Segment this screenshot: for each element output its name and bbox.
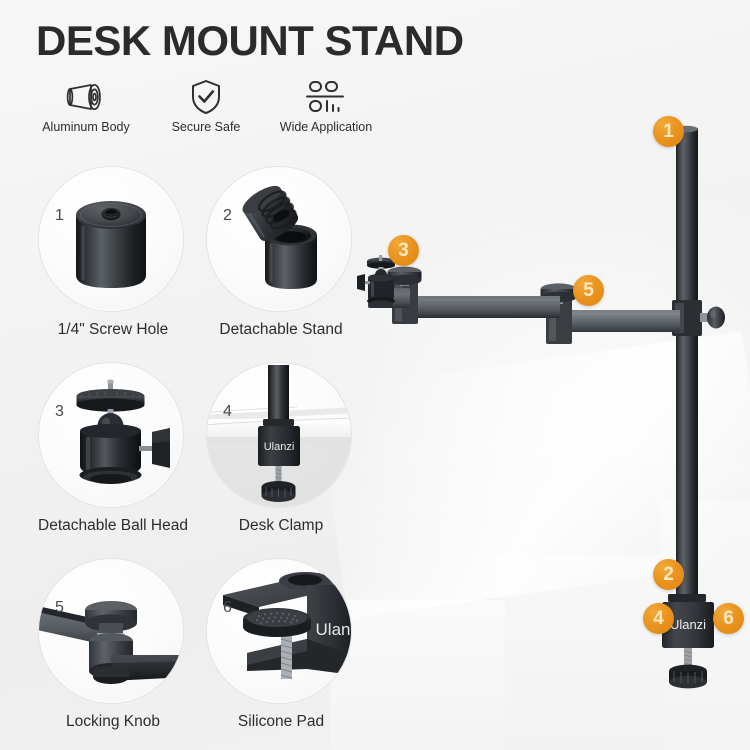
locking-knob-inner xyxy=(387,266,422,286)
callout-number: 3 xyxy=(55,403,64,420)
callout-number: 6 xyxy=(223,599,232,616)
callout-caption: Detachable Stand xyxy=(219,321,343,338)
ball-head-illustration xyxy=(76,379,170,484)
hero-badge-5[interactable]: 5 xyxy=(573,275,604,306)
pole-lower xyxy=(676,310,698,600)
callout-caption: 1/4" Screw Hole xyxy=(57,321,169,338)
callout-number: 1 xyxy=(55,207,64,224)
feature-badges: Aluminum Body Secure Safe xyxy=(26,78,386,134)
callout-circle: 5 xyxy=(38,558,184,704)
hero-badge-2[interactable]: 2 xyxy=(653,559,684,590)
callout-circle: 3 xyxy=(38,362,184,508)
detachable-stand-illustration xyxy=(242,185,317,289)
callout-locking-knob: 5 xyxy=(38,558,188,731)
hero-badge-4[interactable]: 4 xyxy=(643,603,674,634)
page-title: DESK MOUNT STAND xyxy=(36,17,464,64)
feature-aluminum-body: Aluminum Body xyxy=(26,78,146,134)
ball-head-hero xyxy=(357,255,395,308)
callout-screw-hole: 1 xyxy=(38,166,188,339)
shield-check-icon xyxy=(189,78,223,116)
callout-caption: Locking Knob xyxy=(66,713,160,730)
hero-badge-3[interactable]: 3 xyxy=(388,235,419,266)
callout-number: 2 xyxy=(223,207,232,224)
background-block xyxy=(330,600,505,750)
hero-badge-1[interactable]: 1 xyxy=(653,116,684,147)
feature-label: Aluminum Body xyxy=(42,120,130,134)
callout-desk-clamp: 4 xyxy=(206,362,356,535)
brand-mark: Ulanzi xyxy=(264,441,295,453)
feature-secure-safe: Secure Safe xyxy=(146,78,266,134)
brand-mark: Ulan xyxy=(316,620,351,639)
wide-application-icon xyxy=(303,78,349,116)
desk-clamp-body xyxy=(662,602,714,648)
feature-wide-application: Wide Application xyxy=(266,78,386,134)
locking-knob-illustration xyxy=(39,601,183,684)
callout-caption: Silicone Pad xyxy=(237,713,325,730)
callout-number: 5 xyxy=(55,599,64,616)
desk-clamp-hero: Ulanzi xyxy=(662,594,714,689)
brand-mark-hero: Ulanzi xyxy=(670,617,706,632)
callout-circle: 1 xyxy=(38,166,184,312)
arm-inner xyxy=(404,296,560,318)
callout-silicone-pad: 6 xyxy=(206,558,356,731)
callout-circle: 6 xyxy=(206,558,352,704)
hero-badge-6[interactable]: 6 xyxy=(713,603,744,634)
callout-number: 4 xyxy=(223,403,232,420)
aluminum-roll-icon xyxy=(64,78,108,116)
silicone-pad-illustration: Ulan xyxy=(223,572,351,679)
screw-hole-illustration xyxy=(76,201,146,288)
feature-label: Wide Application xyxy=(279,120,373,134)
callout-circle: 2 xyxy=(206,166,352,312)
pole-upper xyxy=(676,128,698,318)
callout-ball-head: 3 xyxy=(38,362,188,535)
callout-caption: Desk Clamp xyxy=(238,517,324,534)
callout-caption: Detachable Ball Head xyxy=(38,517,188,534)
pole-arm-knob xyxy=(700,306,725,329)
arm-outer xyxy=(560,310,680,332)
feature-label: Secure Safe xyxy=(171,120,241,134)
callout-detachable-stand: 2 xyxy=(206,166,356,339)
